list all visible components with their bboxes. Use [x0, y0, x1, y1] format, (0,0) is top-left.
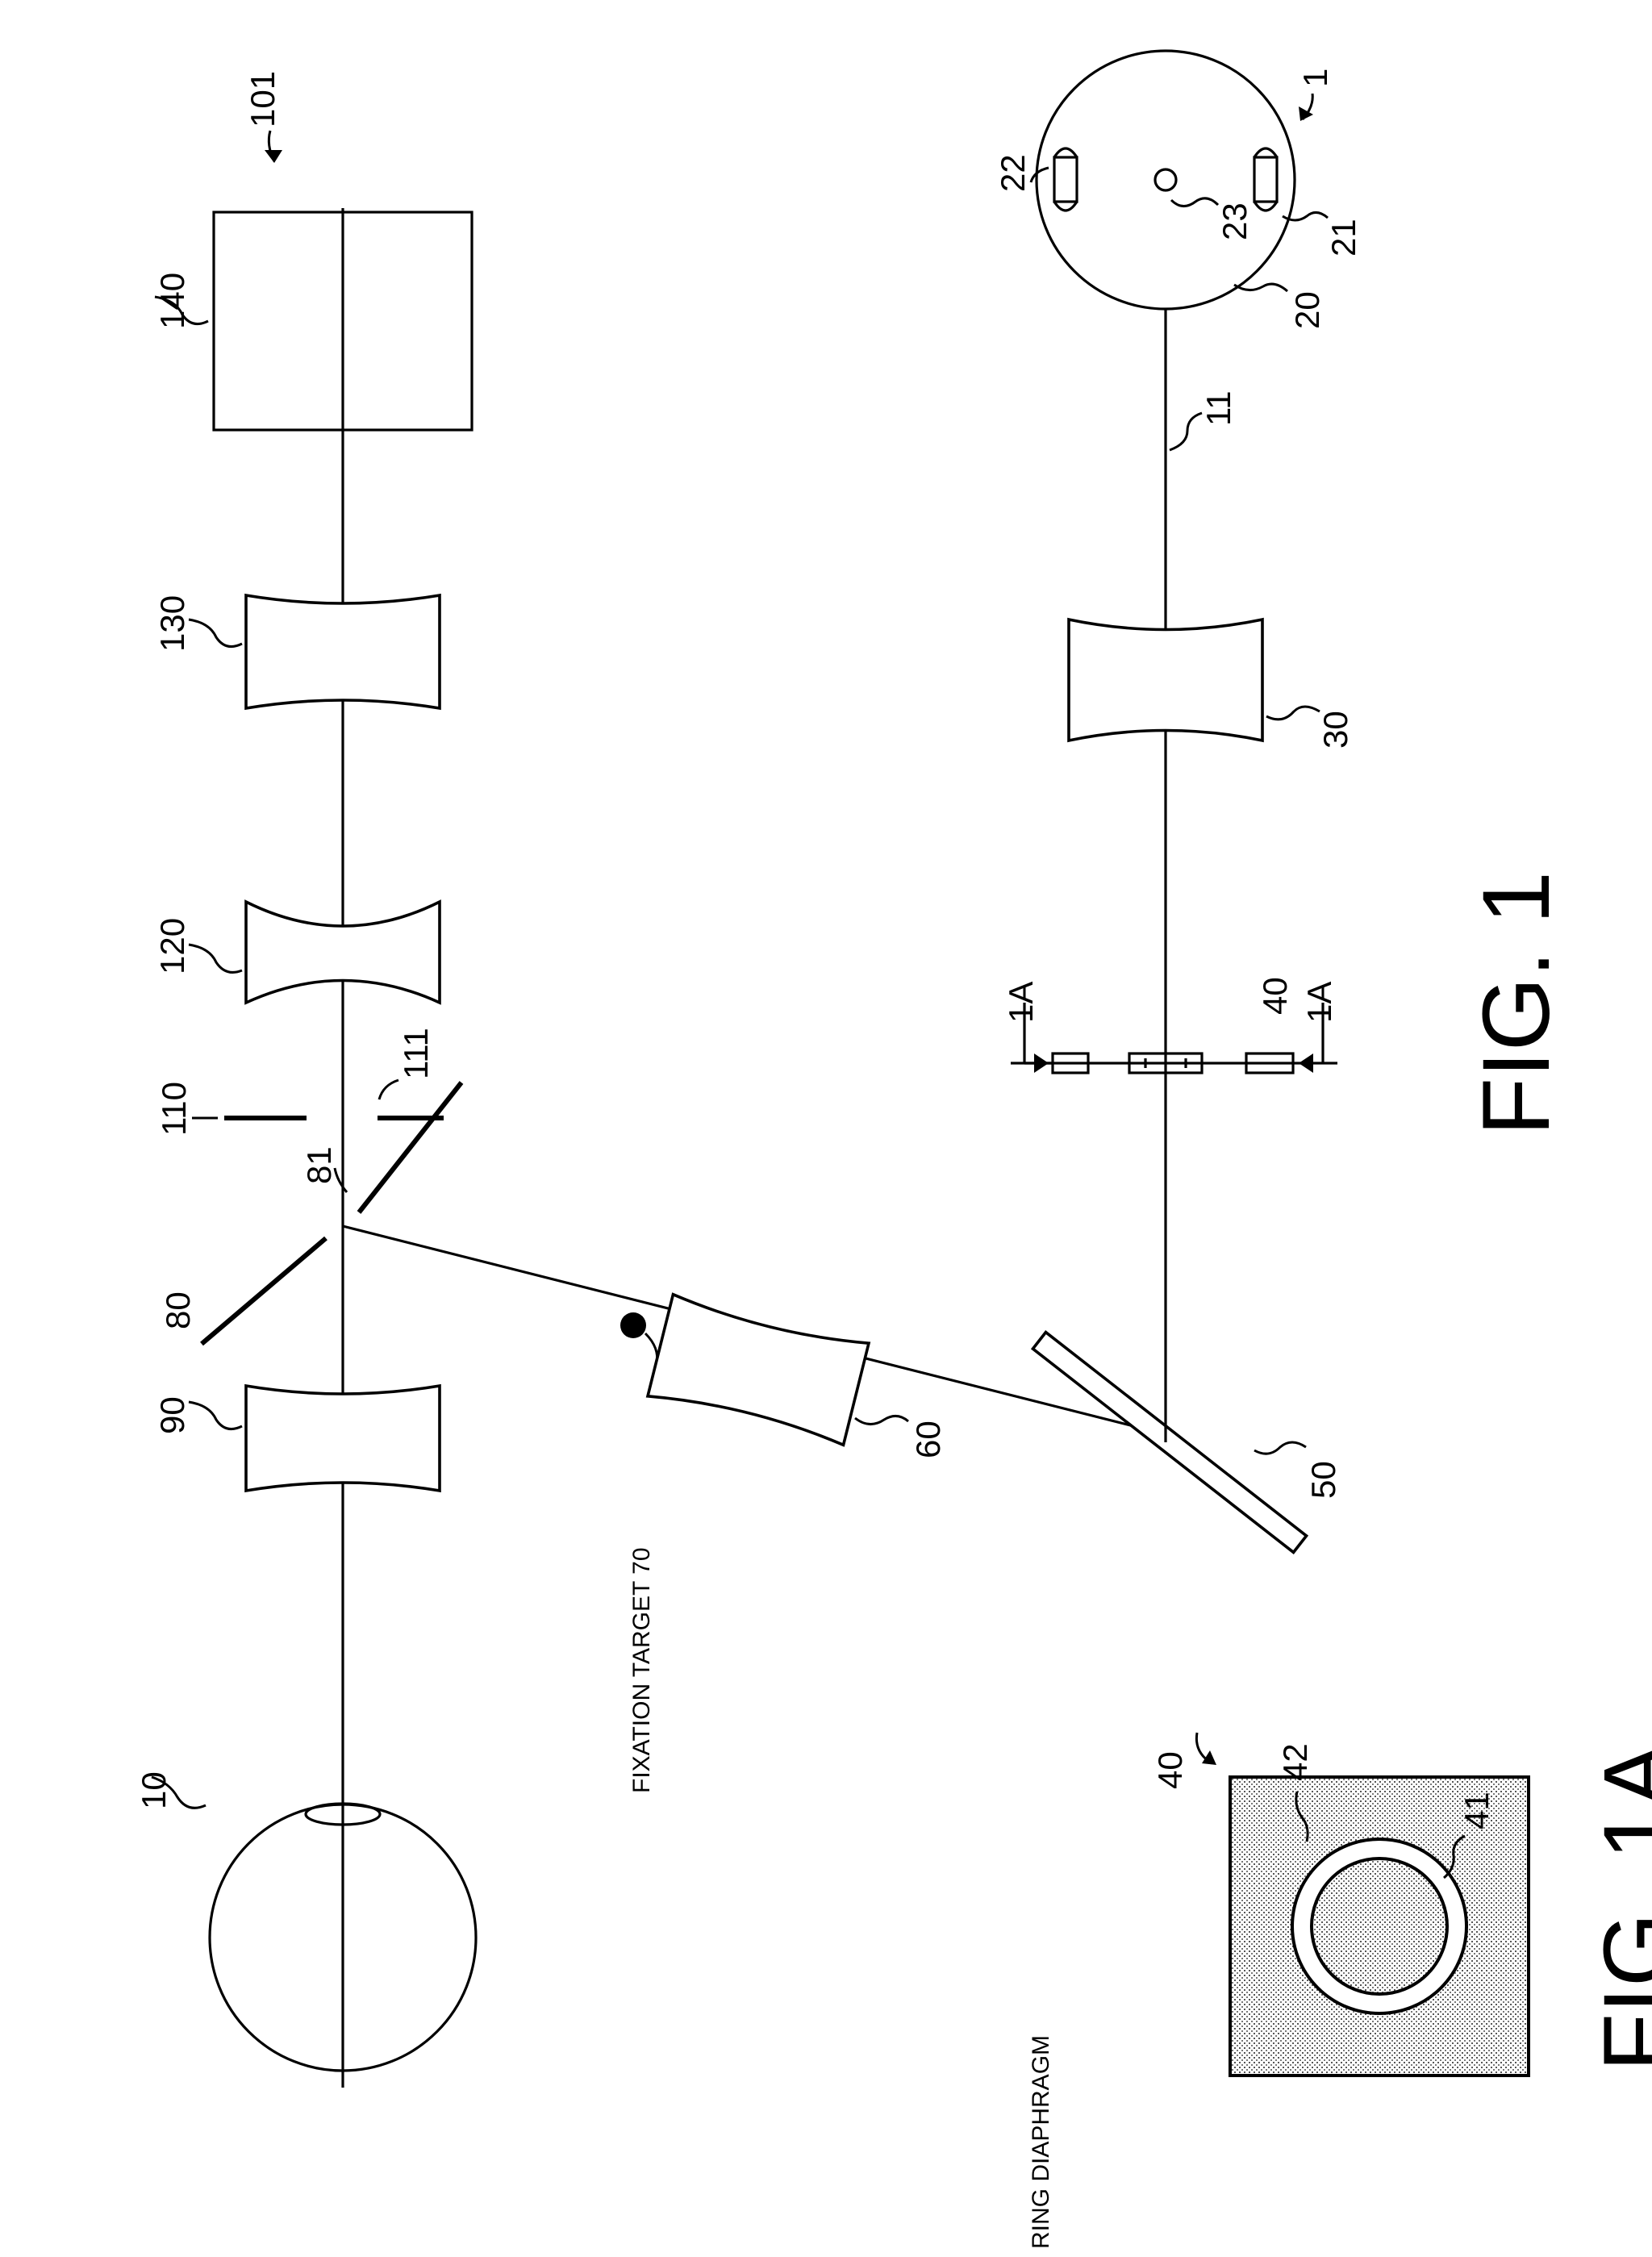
fixation-target-70-dot: [620, 1312, 646, 1338]
label-led-23: 23: [1216, 202, 1254, 240]
fiber-11-leader: [1170, 413, 1202, 450]
label-system-101: 101: [244, 71, 282, 127]
section-arrow-top-head: [1034, 1053, 1049, 1073]
label-section-1a-top: 1A: [1002, 982, 1040, 1023]
system-101-arrowhead: [265, 150, 282, 163]
lamp-21: [1254, 148, 1277, 211]
label-diaphragm-40: 40: [1256, 977, 1294, 1015]
label-lamp-21: 21: [1325, 219, 1362, 257]
lens-90: [246, 1386, 440, 1491]
label-lens-130: 130: [153, 595, 191, 652]
label-source-1: 1: [1296, 69, 1334, 87]
led-23-leader: [1171, 198, 1218, 207]
lens-30: [1069, 620, 1262, 741]
rotated-drawing: 10 90 80 81 110 111 120 130 140 101 FIXA…: [135, 51, 1652, 2249]
lens-130: [246, 595, 440, 708]
lens-60-leader: [855, 1416, 908, 1424]
label-fixation-target: FIXATION TARGET 70: [628, 1547, 655, 1793]
label-plate-42: 42: [1276, 1743, 1314, 1781]
label-ring-diaphragm-40: 40: [1151, 1751, 1189, 1789]
label-mirror-50: 50: [1304, 1461, 1342, 1499]
label-lens-60: 60: [909, 1421, 947, 1458]
led-23: [1155, 169, 1176, 190]
lamp-22-leader: [1031, 168, 1049, 182]
mirror-80-upper-half: [359, 1083, 461, 1212]
label-fiber-11: 11: [1199, 390, 1237, 426]
label-eye-10: 10: [135, 1771, 173, 1809]
ring-aperture-41-inner: [1312, 1859, 1447, 1994]
lens-130-leader: [189, 620, 242, 647]
label-ring-41: 41: [1458, 1792, 1496, 1829]
source-20: [1037, 51, 1295, 309]
mirror-80-lower-half: [202, 1238, 326, 1344]
figure-caption-fig1: FIG. 1: [1463, 871, 1570, 1136]
label-detector-140: 140: [153, 273, 191, 329]
lens-60: [648, 1295, 869, 1446]
label-lens-120: 120: [153, 918, 191, 974]
mirror-50: [1032, 1333, 1306, 1553]
figure-caption-fig1a: FIG. 1A: [1584, 1743, 1652, 2071]
label-stop-111: 111: [397, 1028, 435, 1079]
label-lamp-22: 22: [994, 154, 1032, 192]
label-source-20: 20: [1288, 291, 1326, 329]
label-stop-110: 110: [155, 1082, 193, 1136]
stop-111-leader: [379, 1080, 398, 1099]
lens-30-leader: [1266, 707, 1320, 720]
label-lens-90: 90: [153, 1396, 191, 1434]
label-aperture-81: 81: [300, 1146, 338, 1184]
lamp-22: [1054, 148, 1077, 211]
label-section-1a-bottom: 1A: [1300, 982, 1338, 1023]
lens-120-leader: [189, 945, 242, 972]
lens-90-leader: [189, 1402, 242, 1429]
label-lens-30: 30: [1316, 711, 1354, 749]
label-mirror-80: 80: [159, 1291, 197, 1329]
label-ring-diaphragm-title: RING DIAPHRAGM: [1028, 2035, 1054, 2249]
mirror-50-leader: [1254, 1442, 1306, 1454]
section-arrow-bottom-head: [1299, 1053, 1313, 1073]
